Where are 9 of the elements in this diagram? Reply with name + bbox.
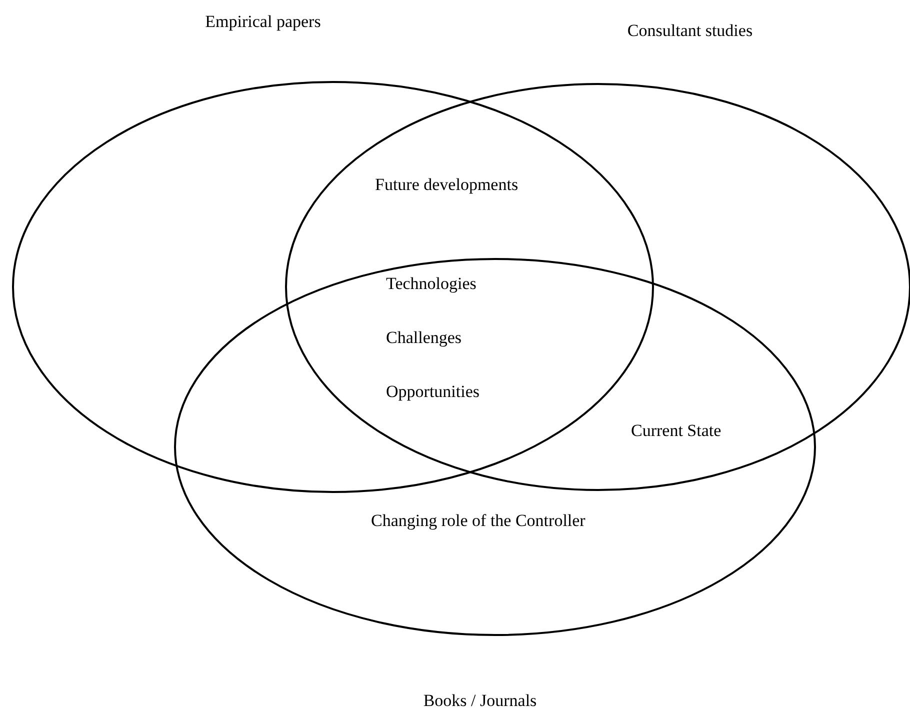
region-label: Current State — [631, 421, 722, 441]
region-label: Challenges — [386, 328, 462, 348]
set-label: Empirical papers — [205, 12, 321, 32]
set-label: Consultant studies — [627, 21, 753, 41]
region-label: Changing role of the Controller — [371, 511, 586, 531]
region-label: Opportunities — [386, 382, 480, 402]
region-label: Future developments — [375, 175, 518, 195]
set-label: Books / Journals — [423, 691, 537, 711]
region-label: Technologies — [386, 274, 476, 294]
